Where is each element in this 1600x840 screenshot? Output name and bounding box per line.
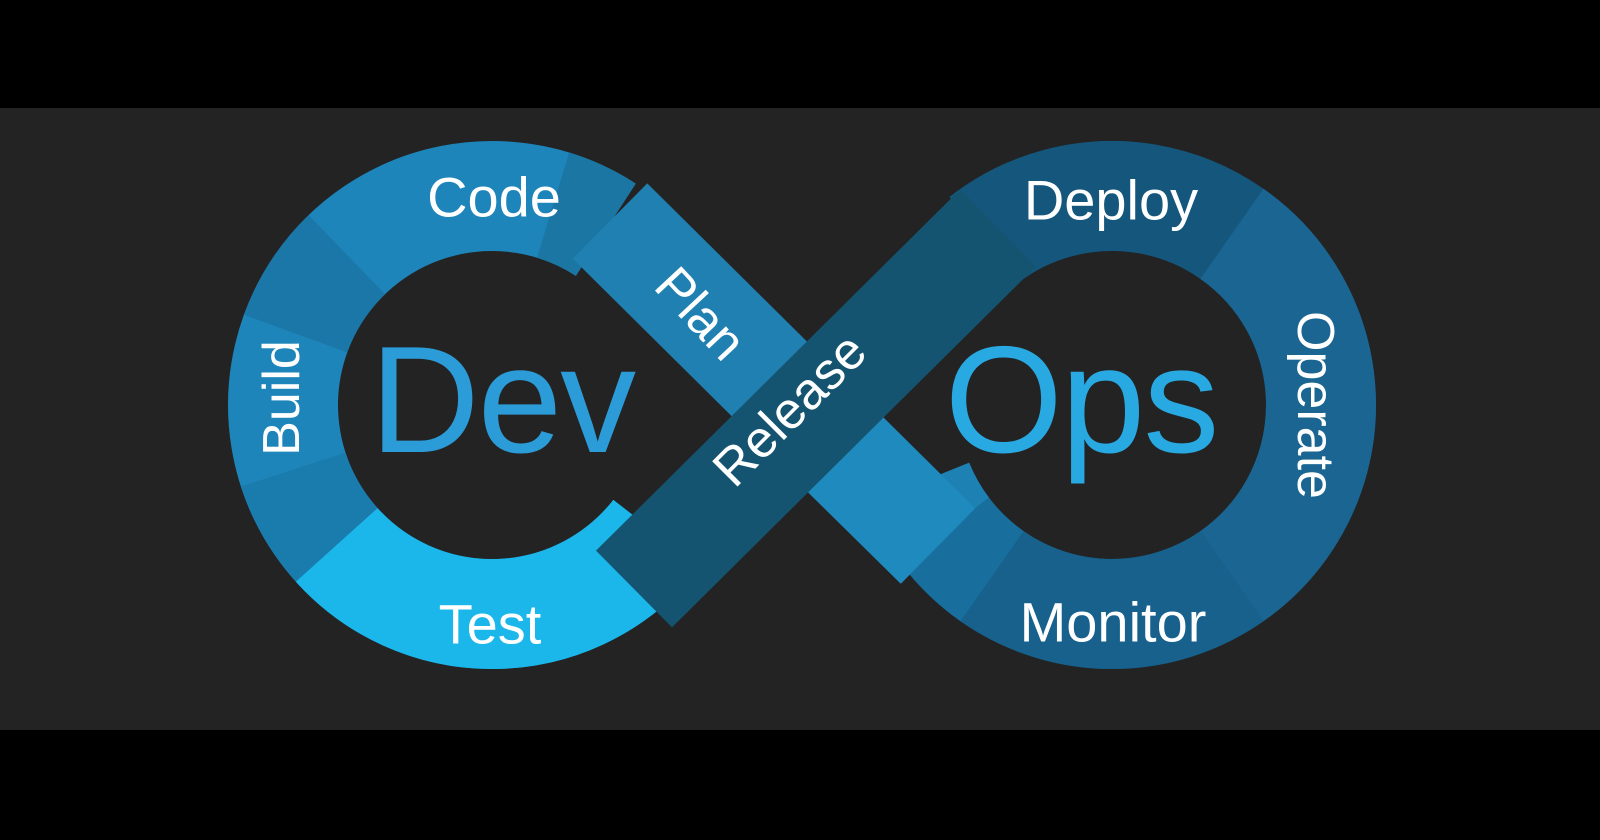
release-band [595, 189, 1037, 628]
dev-loop-wedge-top-right [535, 152, 636, 277]
stage-label-monitor: Monitor [1020, 591, 1207, 654]
ops-loop [867, 141, 1376, 669]
stage-label-code: Code [427, 166, 561, 229]
monitor-light-wedge [901, 496, 1025, 622]
stage-label-test: Test [439, 593, 542, 656]
dev-loop-wedge-top-left [243, 215, 387, 354]
dev-loop-wedge-build-test [240, 451, 379, 582]
stage-label-build: Build [253, 340, 311, 456]
monitor-segment [960, 530, 1264, 669]
stage-label-operate: Operate [1286, 311, 1344, 499]
dev-label: Dev [370, 315, 636, 485]
ops-label: Ops [945, 315, 1218, 485]
operate-segment [1199, 188, 1376, 622]
stage-label-deploy: Deploy [1024, 169, 1198, 232]
